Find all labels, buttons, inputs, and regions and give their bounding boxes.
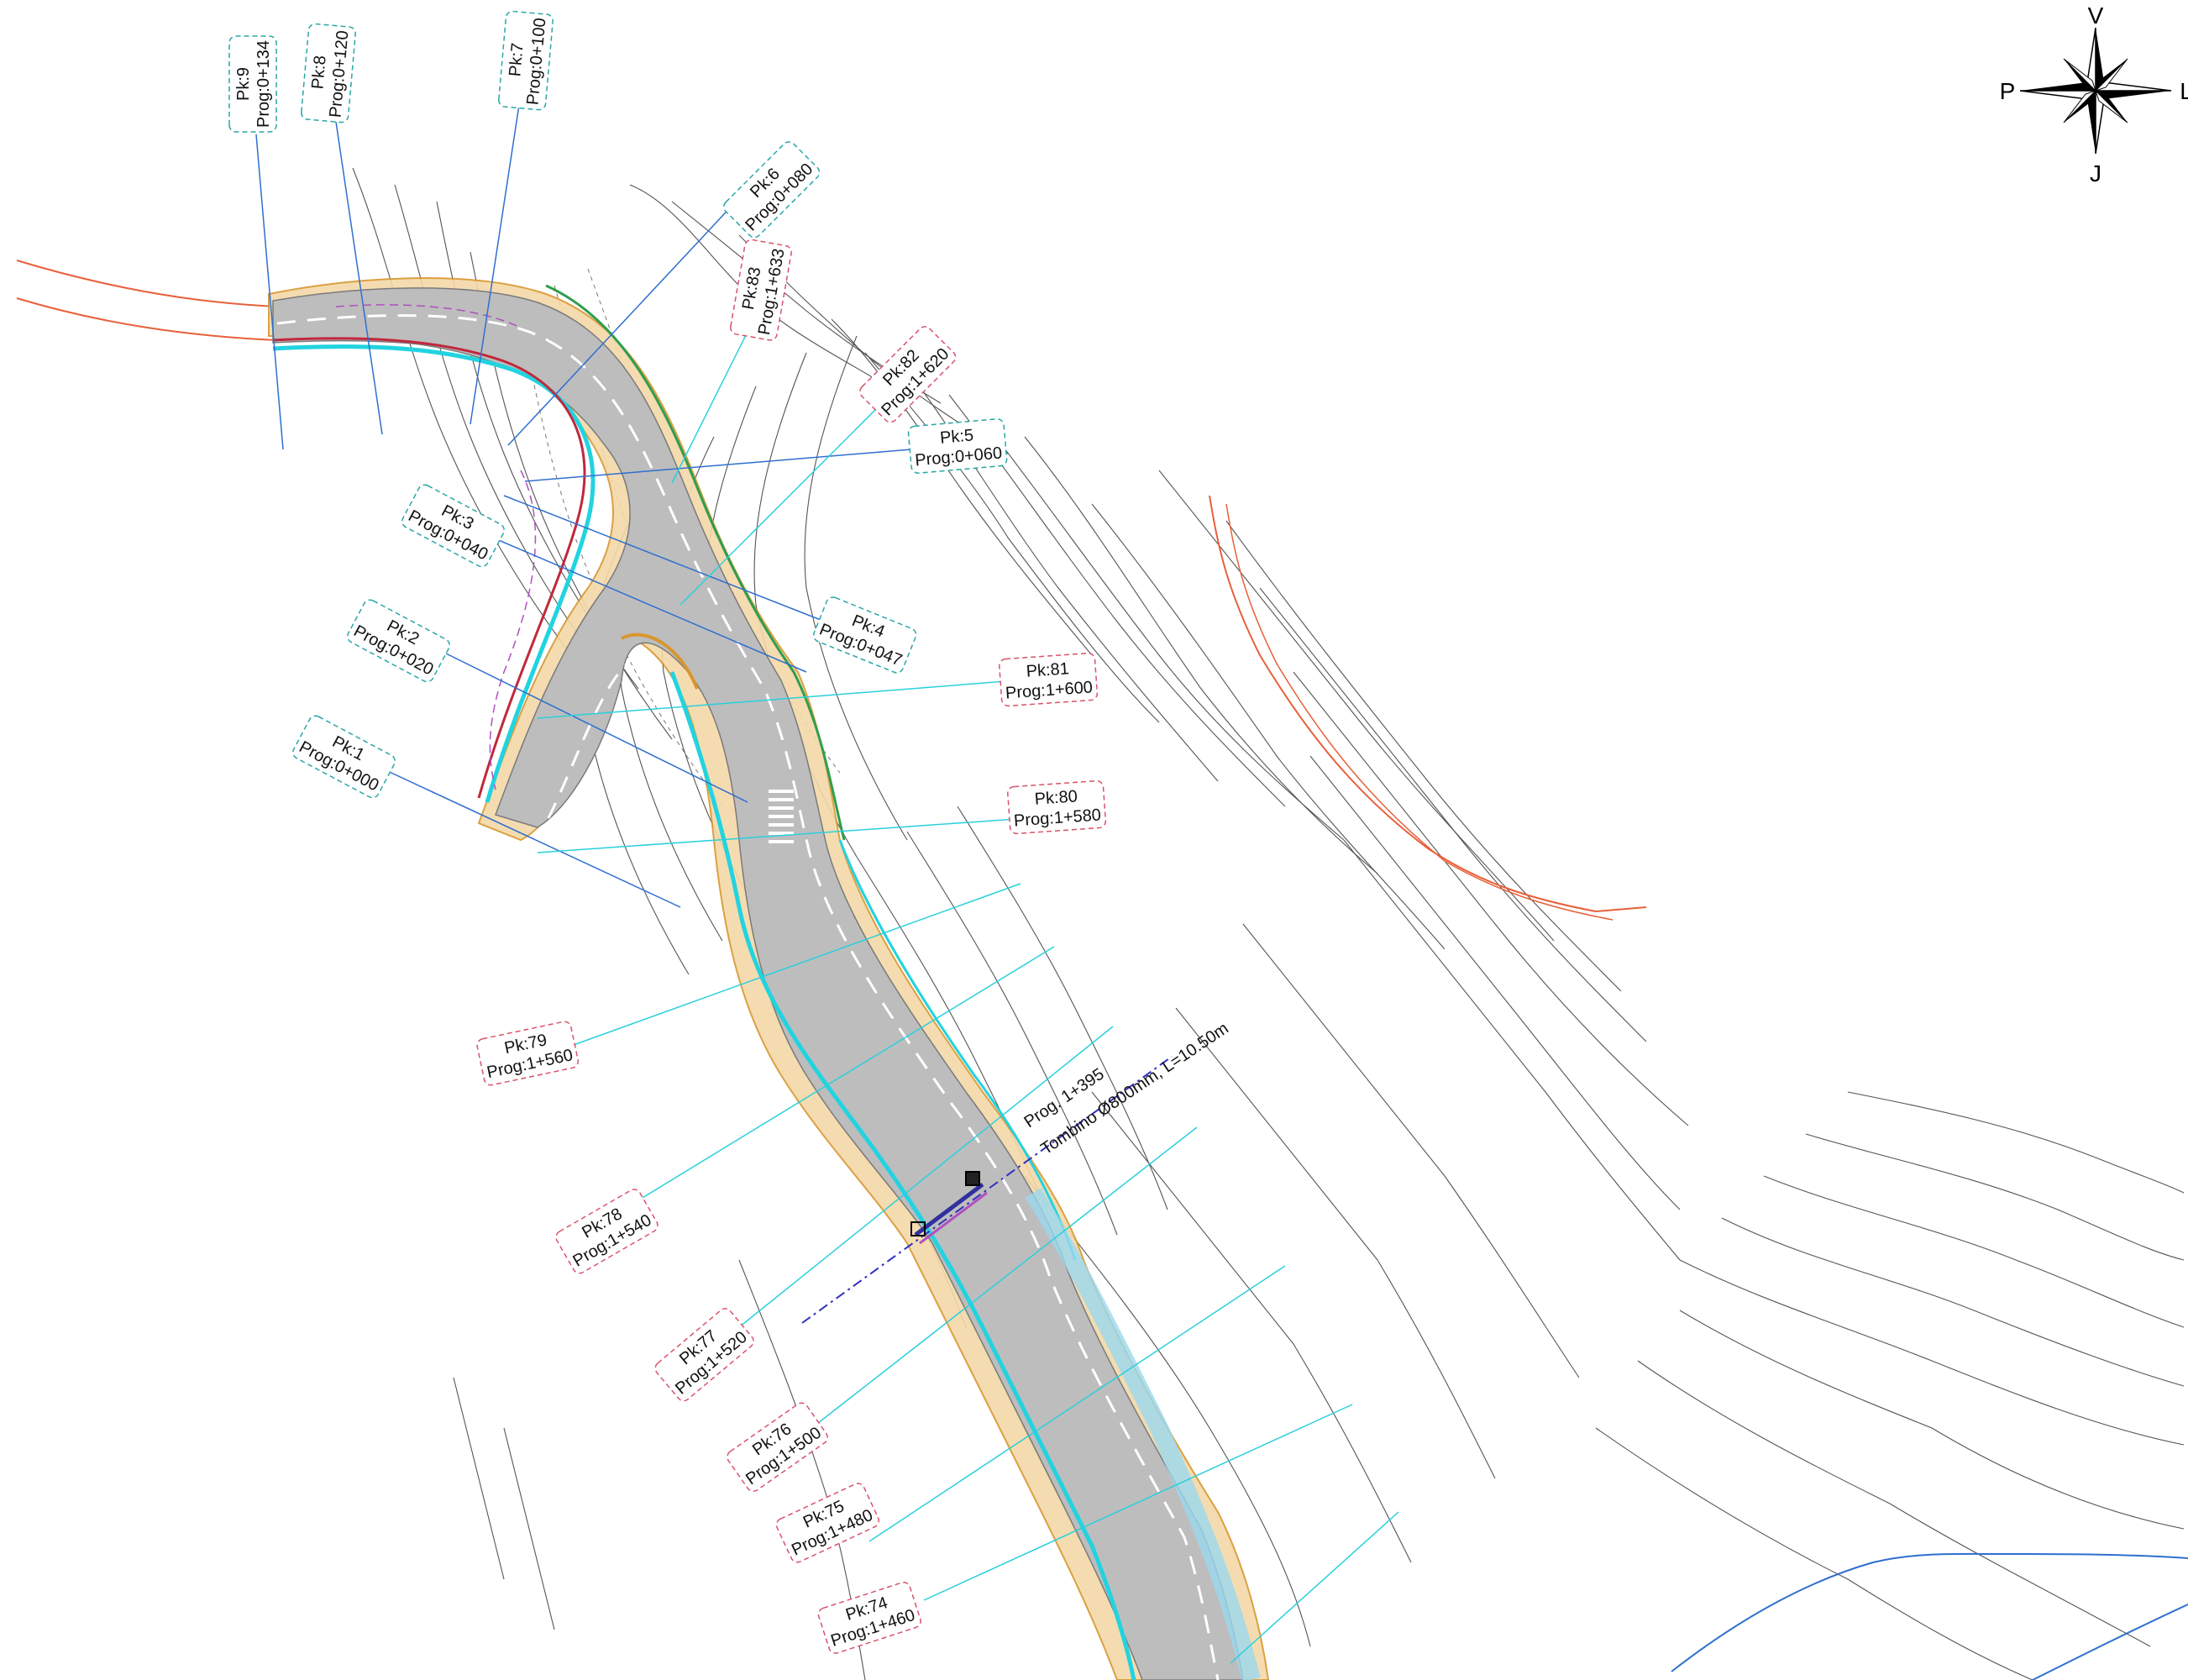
station-label-pk3: Pk:3 Prog:0+040 — [401, 484, 505, 568]
station-label-pk81: Pk:81 Prog:1+600 — [999, 652, 1099, 707]
boundary-line-red — [1209, 495, 1647, 921]
section-lines-cyan — [537, 314, 1399, 1664]
compass-east-label: L — [2180, 78, 2188, 104]
station-pk: Pk:8 — [308, 55, 329, 90]
station-label-pk77: Pk:77 Prog:1+520 — [654, 1308, 754, 1402]
station-label-pk78: Pk:78 Prog:1+540 — [555, 1189, 658, 1274]
station-label-pk7: Pk:7 Prog:0+100 — [498, 10, 554, 111]
compass-star-icon — [2019, 27, 2172, 155]
station-label-pk83: Pk:83 Prog:1+633 — [730, 239, 792, 341]
section-lines-blue — [255, 104, 912, 908]
station-label-pk74: Pk:74 Prog:1+460 — [817, 1582, 921, 1654]
station-label-pk5: Pk:5 Prog:0+060 — [907, 418, 1008, 474]
station-prog: Prog:0+134 — [254, 40, 273, 128]
station-label-pk82: Pk:82 Prog:1+620 — [859, 326, 957, 423]
compass-rose: V J L P — [2000, 3, 2188, 186]
station-label-pk9: Pk:9 Prog:0+134 — [228, 35, 277, 133]
compass-south-label: J — [2090, 160, 2101, 186]
station-label-pk6: Pk:6 Prog:0+080 — [723, 141, 821, 239]
station-pk: Pk:7 — [506, 42, 527, 77]
compass-west-label: P — [2000, 78, 2016, 104]
river-line-blue — [1671, 1552, 2188, 1680]
station-label-pk79: Pk:79 Prog:1+560 — [476, 1021, 580, 1086]
station-label-pk8: Pk:8 Prog:0+120 — [301, 23, 356, 123]
crosswalk — [769, 790, 794, 843]
station-label-pk75: Pk:75 Prog:1+480 — [775, 1483, 880, 1563]
station-pk: Pk:80 — [1034, 787, 1078, 809]
existing-road-red — [16, 260, 278, 341]
station-pk: Pk:81 — [1026, 659, 1070, 681]
compass-north-label: V — [2088, 3, 2104, 29]
station-label-pk2: Pk:2 Prog:0+020 — [347, 599, 450, 683]
station-pk: Pk:9 — [234, 67, 253, 101]
station-label-pk80: Pk:80 Prog:1+580 — [1007, 780, 1107, 835]
station-label-pk4: Pk:4 Prog:0+047 — [812, 596, 917, 674]
station-pk: Pk:5 — [939, 426, 974, 447]
station-label-pk76: Pk:76 Prog:1+500 — [727, 1402, 828, 1493]
station-label-pk1: Pk:1 Prog:0+000 — [292, 715, 396, 799]
road-alignment — [268, 277, 1270, 1680]
